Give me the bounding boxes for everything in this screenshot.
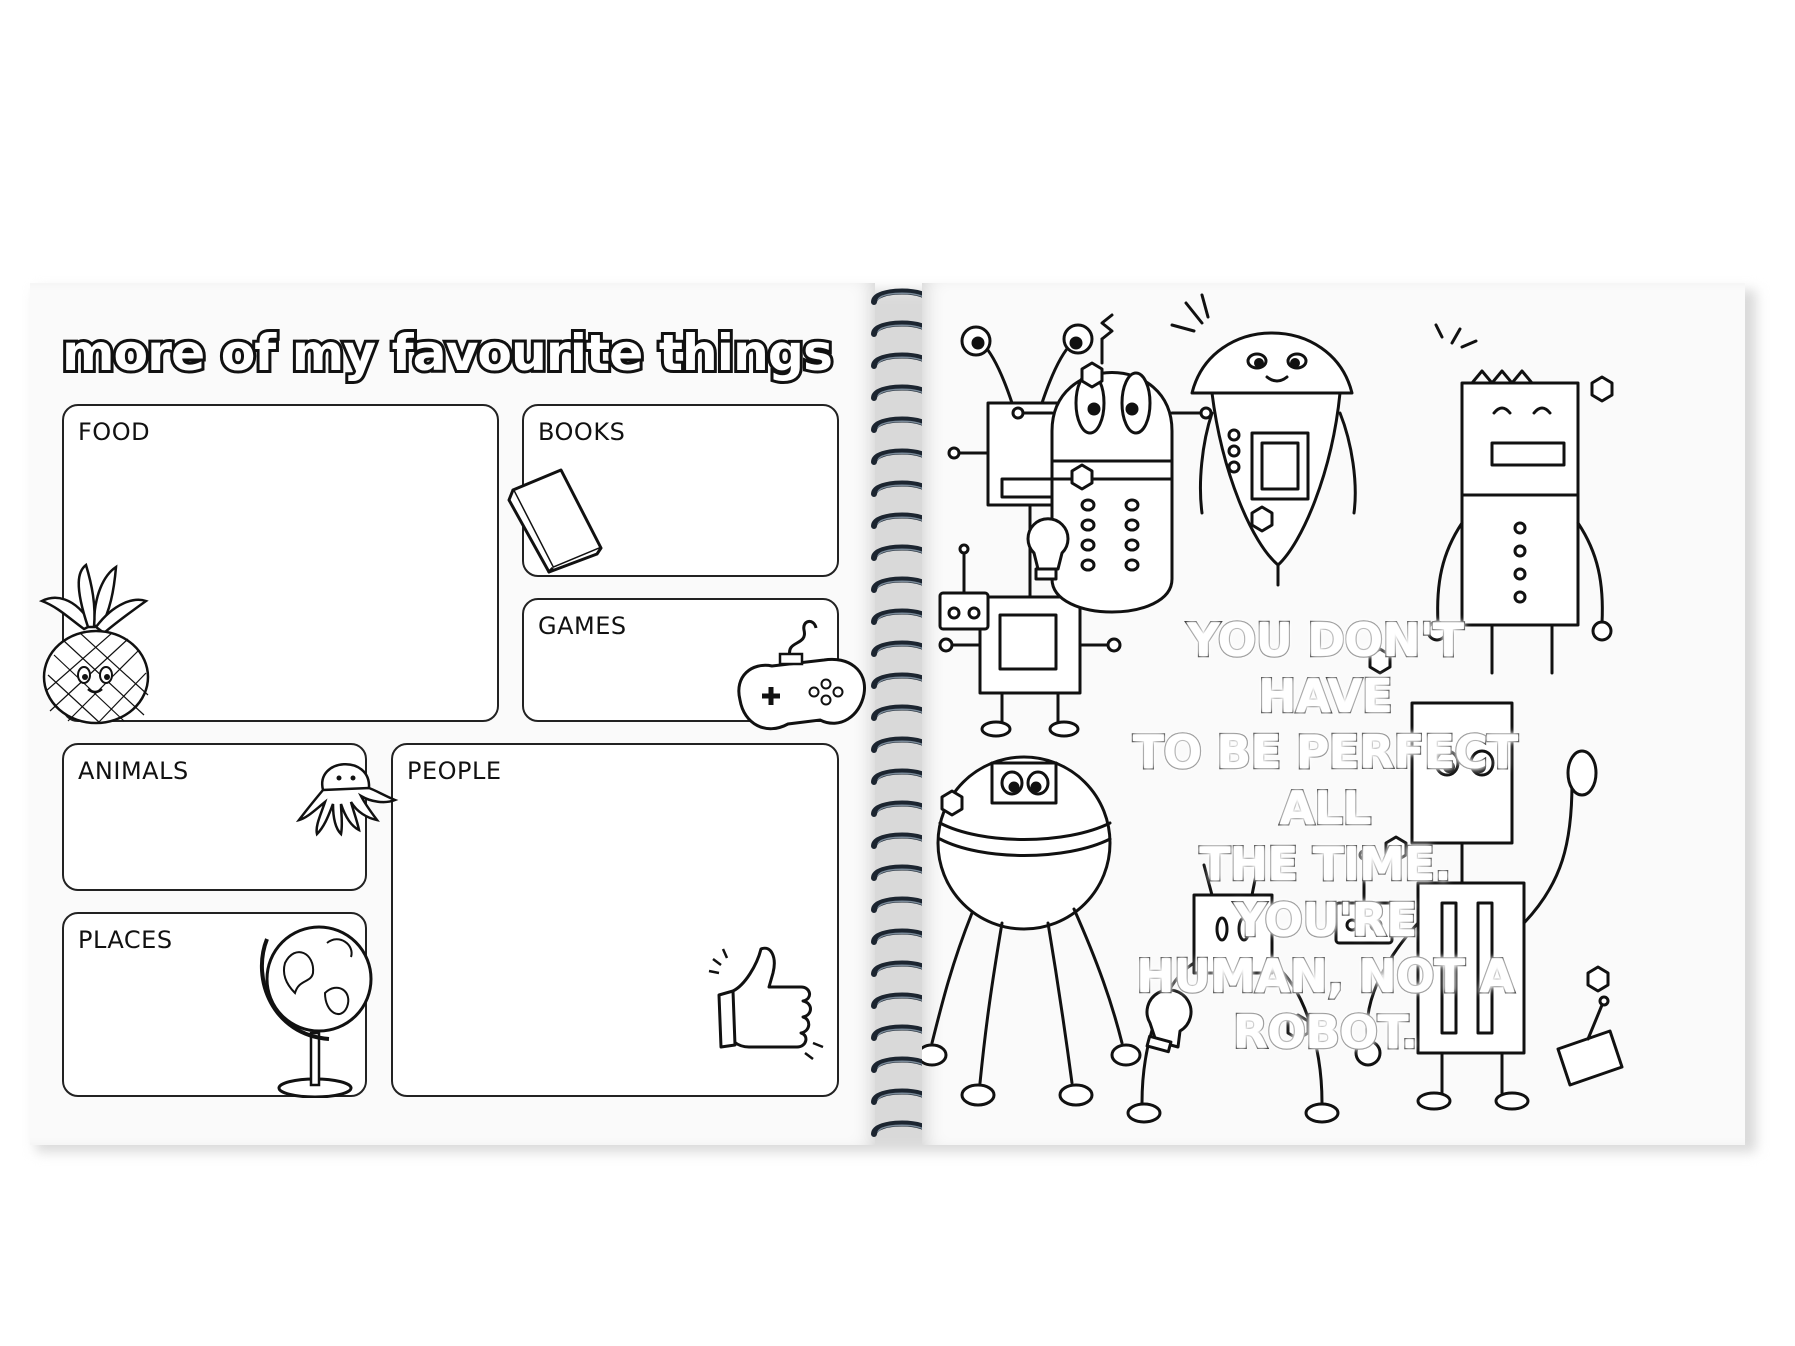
quote-line-4: HUMAN, NOT A [1135,948,1516,1004]
places-label: PLACES [78,926,173,954]
thumbs-up-icon [708,946,824,1060]
robot-tall-bottom [1354,701,1598,1111]
animals-box[interactable]: ANIMALS [62,743,367,891]
globe-icon [259,925,373,1098]
gamepad-icon [737,620,866,731]
quote-line-1: YOU DON'T HAVE [1186,612,1466,724]
hex-nuts [940,361,1614,1041]
games-label: GAMES [538,612,627,640]
page-title: more of my favourite things [62,321,836,385]
food-label: FOOD [78,418,151,446]
animals-label: ANIMALS [78,757,189,785]
quote-block: YOU DON'T HAVE TO BE PERFECT ALL THE TIM… [1115,612,1535,1060]
quote-line-5: ROBOT. [1232,1004,1420,1060]
pineapple-icon [38,562,150,725]
octopus-icon [295,763,399,837]
page-title-text: more of my favourite things [62,324,832,382]
light-bulbs [1026,517,1193,1054]
robot-round [922,755,1142,1107]
people-label: PEOPLE [407,757,502,785]
quote-line-2: TO BE PERFECT ALL [1132,724,1520,836]
robot-dome [1170,293,1357,587]
remote-controls [938,543,1624,1087]
robot-tall [1426,323,1613,675]
book-icon [507,468,603,574]
robot-capsule [1011,313,1213,614]
books-label: BOOKS [538,418,626,446]
robot-illustration [922,293,1624,1124]
quote-line-3: THE TIME. YOU'RE [1198,836,1453,948]
